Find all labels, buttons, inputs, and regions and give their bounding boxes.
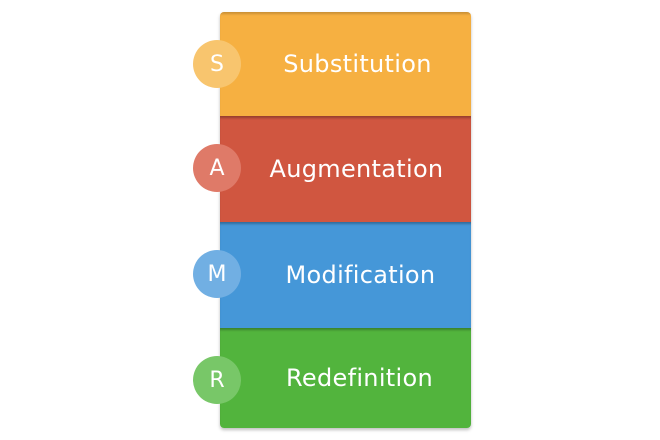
letter-badge-m: M: [193, 250, 241, 298]
samr-stack: Substitution Augmentation Modification R…: [220, 12, 471, 428]
layer-label-redefinition: Redefinition: [286, 364, 433, 392]
layer-substitution: Substitution: [220, 12, 471, 116]
layer-augmentation: Augmentation: [220, 116, 471, 222]
layer-redefinition: Redefinition: [220, 328, 471, 428]
letter-badge-s: S: [193, 40, 241, 88]
layer-label-substitution: Substitution: [283, 50, 432, 78]
layer-label-augmentation: Augmentation: [269, 155, 444, 183]
layer-label-modification: Modification: [285, 261, 436, 289]
letter-badge-r: R: [193, 356, 241, 404]
letter-badge-a: A: [193, 144, 241, 192]
layer-modification: Modification: [220, 222, 471, 328]
